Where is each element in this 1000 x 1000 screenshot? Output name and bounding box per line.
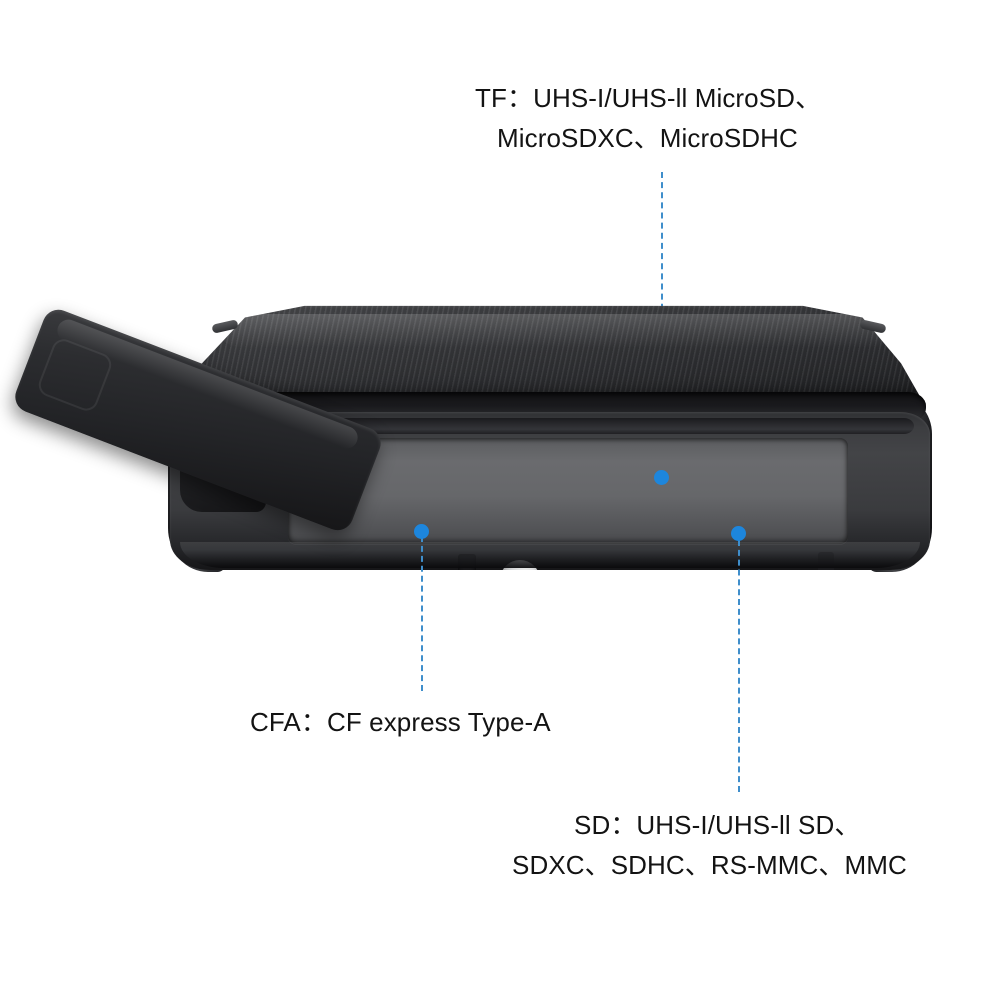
callout-label-tf: TF：UHS-I/UHS-ll MicroSD、 MicroSDXC、Micro… — [475, 78, 821, 159]
callout-label-sd: SD：UHS-I/UHS-ll SD、 SDXC、SDHC、RS-MMC、MMC — [512, 805, 907, 886]
leader-dot-tf — [654, 470, 669, 485]
callout-sd-line1: SD：UHS-I/UHS-ll SD、 — [574, 810, 861, 840]
face-bottom-lip — [180, 542, 920, 568]
lid-highlight — [218, 314, 898, 348]
leader-dot-sd — [731, 526, 746, 541]
callout-cfa-line1: CFA：CF express Type-A — [250, 707, 551, 737]
callout-tf-line1: TF：UHS-I/UHS-ll MicroSD、 — [475, 83, 822, 113]
callout-sd-line2: SDXC、SDHC、RS-MMC、MMC — [512, 850, 907, 881]
leader-line-sd — [738, 540, 740, 792]
device-top-lid — [178, 305, 922, 400]
callout-tf-line2: MicroSDXC、MicroSDHC — [497, 123, 798, 154]
card-reader-device — [10, 300, 932, 600]
leader-line-cfa — [421, 536, 423, 691]
callout-label-cfa: CFA：CF express Type-A — [250, 702, 551, 742]
port-recess-panel — [288, 438, 848, 544]
leader-dot-cfa — [414, 524, 429, 539]
